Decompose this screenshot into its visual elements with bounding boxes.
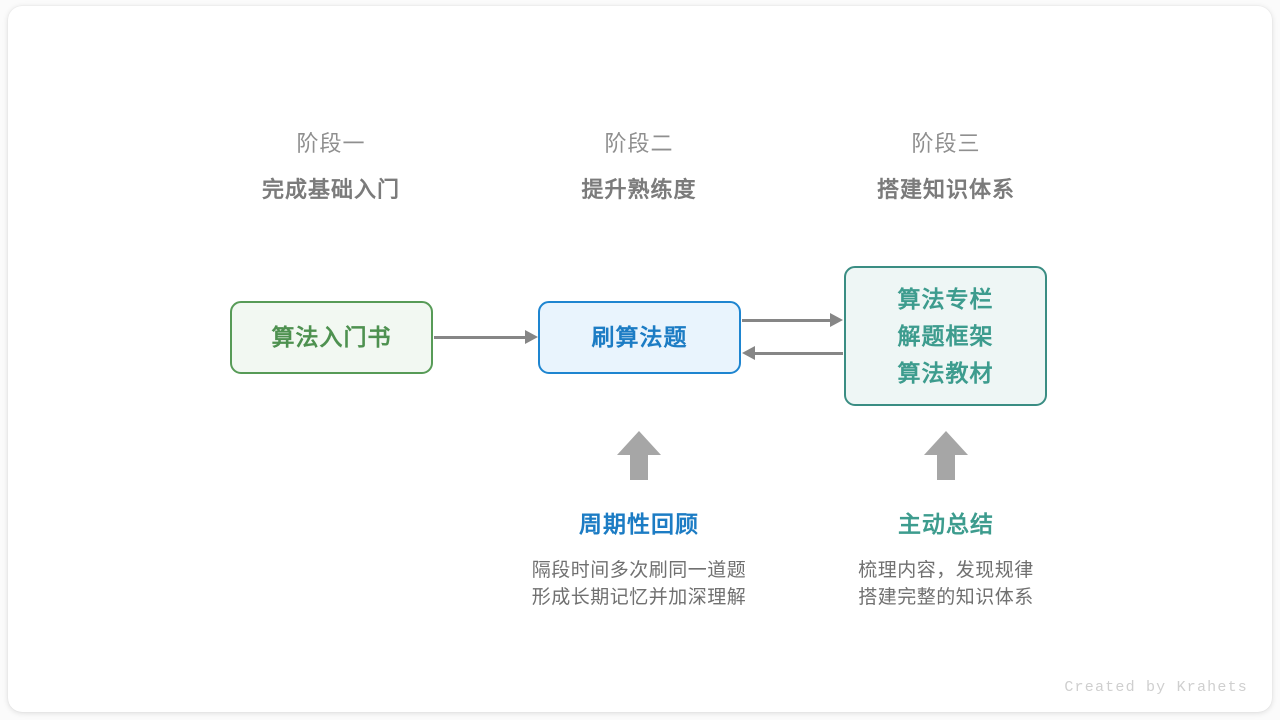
arrow-head — [617, 431, 661, 455]
note-summary-description-line-1: 梳理内容，发现规律 — [858, 560, 1034, 581]
node-system-label-1: 算法专栏 — [897, 285, 994, 312]
note-review-description-line-2: 形成长期记忆并加深理解 — [531, 587, 747, 608]
arrow-head — [830, 313, 843, 327]
note-periodic-review: 周期性回顾 隔段时间多次刷同一道题 形成长期记忆并加深理解 — [489, 508, 789, 611]
note-summary-description: 梳理内容，发现规律 搭建完整的知识体系 — [796, 557, 1096, 611]
arrow-up-icon-summary — [924, 431, 968, 480]
arrow-head — [525, 330, 538, 344]
node-system-label-3: 算法教材 — [897, 359, 994, 386]
note-summary-title: 主动总结 — [898, 511, 994, 537]
stage-header-2: 阶段二 提升熟练度 — [509, 129, 769, 205]
stage-2-title: 提升熟练度 — [581, 177, 697, 202]
note-summary-description-line-2: 搭建完整的知识体系 — [858, 587, 1034, 608]
note-active-summary: 主动总结 梳理内容，发现规律 搭建完整的知识体系 — [796, 508, 1096, 611]
note-review-description-line-1: 隔段时间多次刷同一道题 — [531, 560, 747, 581]
watermark-credit: Created by Krahets — [1064, 679, 1248, 696]
arrow-shaft — [434, 335, 526, 339]
node-practice-problems[interactable]: 刷算法题 — [538, 301, 741, 374]
stage-1-title: 完成基础入门 — [261, 177, 400, 202]
arrow-shaft — [937, 453, 955, 480]
arrow-up-icon-review — [617, 431, 661, 480]
stage-3-subtitle: 阶段三 — [911, 131, 981, 156]
arrow-shaft — [754, 351, 843, 355]
arrow-head — [742, 346, 755, 360]
stage-header-3: 阶段三 搭建知识体系 — [816, 129, 1076, 205]
arrow-right-icon-practice-to-system — [742, 313, 843, 327]
stage-1-subtitle: 阶段一 — [296, 131, 366, 156]
stage-header-1: 阶段一 完成基础入门 — [201, 129, 461, 205]
note-review-description: 隔段时间多次刷同一道题 形成长期记忆并加深理解 — [489, 557, 789, 611]
arrow-shaft — [630, 453, 648, 480]
node-algorithm-intro-book[interactable]: 算法入门书 — [230, 301, 433, 374]
node-knowledge-system[interactable]: 算法专栏 解题框架 算法教材 — [844, 266, 1047, 406]
node-book-label: 算法入门书 — [271, 324, 392, 350]
arrow-shaft — [742, 318, 831, 322]
node-practice-label: 刷算法题 — [591, 324, 688, 350]
arrow-head — [924, 431, 968, 455]
note-review-title: 周期性回顾 — [579, 511, 699, 537]
node-system-label-2: 解题框架 — [897, 322, 994, 349]
arrow-right-icon-book-to-practice — [434, 330, 538, 344]
arrow-left-icon-system-to-practice — [742, 346, 843, 360]
stage-3-title: 搭建知识体系 — [876, 177, 1015, 202]
stage-2-subtitle: 阶段二 — [604, 131, 674, 156]
